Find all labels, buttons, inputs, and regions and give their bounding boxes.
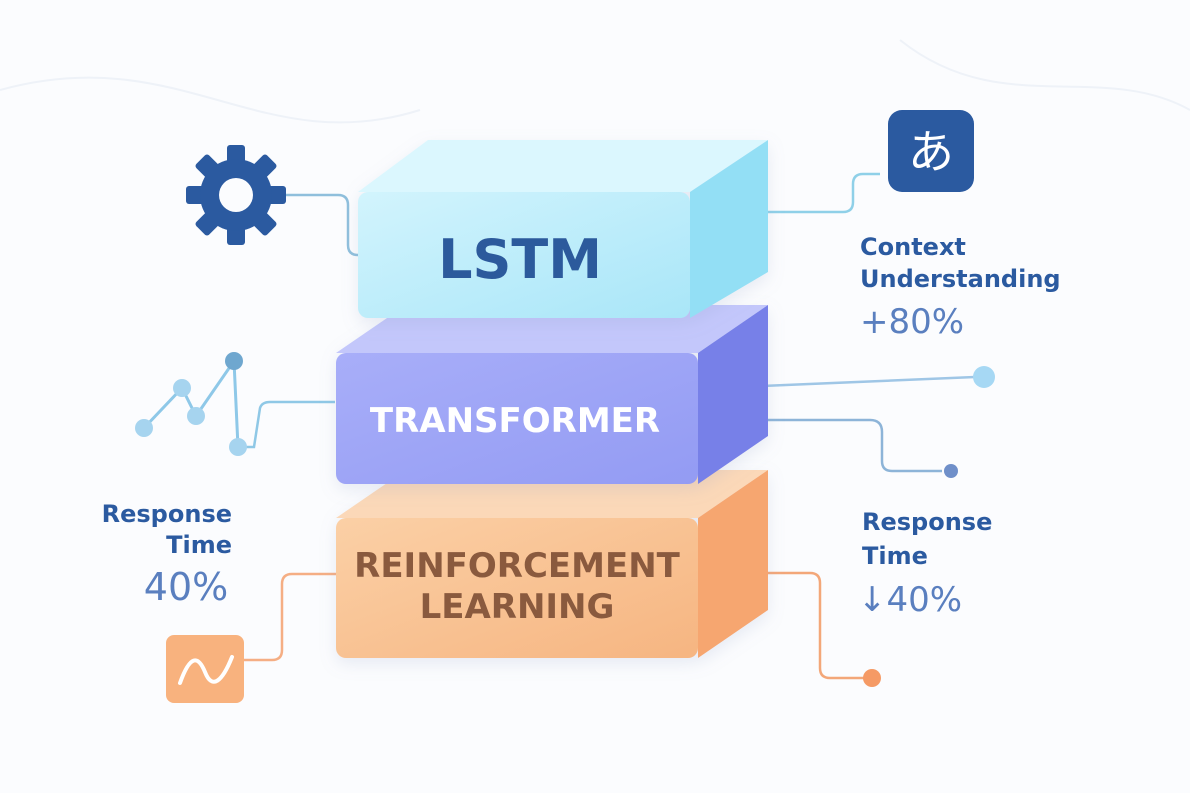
context-label-line1: Context bbox=[860, 233, 966, 261]
lstm-block-side bbox=[690, 140, 768, 318]
transformer-endpoint-bottom bbox=[944, 464, 958, 478]
transformer-connector-bottom bbox=[700, 418, 942, 473]
gear-connector bbox=[283, 193, 380, 257]
response-left-label-line2: Time bbox=[166, 531, 232, 559]
background-curve bbox=[899, 39, 1190, 111]
lstm-block-top bbox=[358, 140, 768, 192]
transformer-block-side bbox=[698, 305, 768, 484]
response-right-label-line1: Response bbox=[862, 508, 992, 536]
lstm-block bbox=[358, 140, 768, 318]
network-graph-icon bbox=[135, 352, 247, 456]
transformer-endpoint-top bbox=[973, 366, 995, 388]
rl-block-label-line2: LEARNING bbox=[420, 587, 615, 627]
rl-block-side bbox=[698, 470, 768, 658]
rl-endpoint bbox=[863, 669, 881, 687]
translate-icon: あ bbox=[888, 110, 974, 192]
rl-block-label-line1: REINFORCEMENT bbox=[354, 546, 681, 586]
response-left-value: 40% bbox=[144, 565, 228, 609]
response-right-label-line2: Time bbox=[862, 542, 928, 570]
context-label-line2: Understanding bbox=[860, 265, 1061, 293]
network-connector bbox=[238, 400, 335, 449]
response-left-label-line1: Response bbox=[102, 500, 232, 528]
lstm-block-label: LSTM bbox=[438, 228, 602, 291]
lstm-block-front bbox=[358, 192, 690, 318]
wave-connector bbox=[244, 572, 336, 662]
rl-block-front bbox=[336, 518, 698, 658]
transformer-block-label: TRANSFORMER bbox=[370, 401, 660, 441]
rl-connector bbox=[736, 571, 864, 680]
transformer-block bbox=[336, 305, 768, 484]
context-value: +80% bbox=[860, 302, 964, 342]
response-right-value: ↓40% bbox=[858, 580, 962, 620]
transformer-block-front bbox=[336, 353, 698, 484]
gear-icon bbox=[186, 145, 286, 245]
transformer-connector-top bbox=[737, 375, 976, 389]
wave-chart-icon bbox=[166, 635, 244, 703]
translate-icon-glyph: あ bbox=[908, 125, 954, 179]
background-curve bbox=[0, 76, 421, 124]
